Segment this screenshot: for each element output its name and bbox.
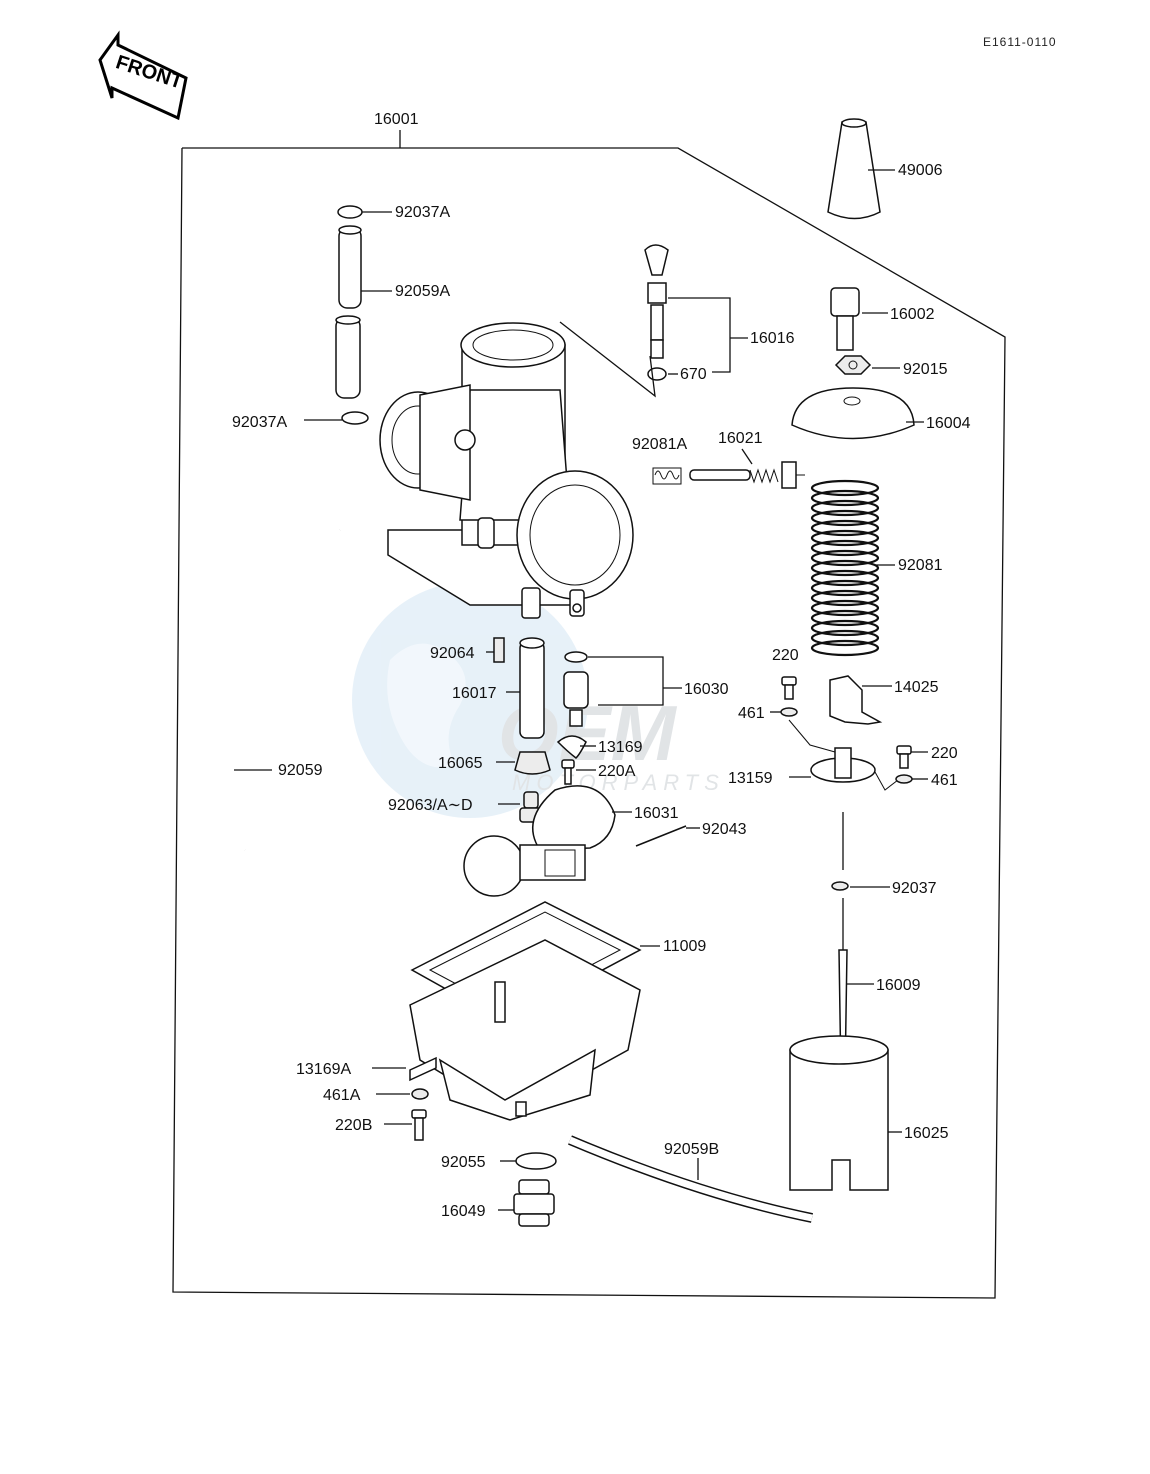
spring-coil (810, 519, 880, 537)
label-16001: 16001 (374, 111, 419, 128)
part-220A-screw (561, 759, 575, 785)
part-16065 (514, 751, 551, 775)
spring-coil (810, 629, 880, 647)
label-16009: 16009 (876, 977, 921, 994)
part-49006-cap (827, 118, 881, 220)
part-92059A-hose (335, 225, 362, 399)
part-16017-needle-jet (519, 637, 545, 739)
spring-coil (810, 619, 880, 637)
label-14025: 14025 (894, 679, 939, 696)
label-220-b: 220 (931, 745, 958, 762)
part-92037-clip (831, 881, 849, 891)
part-13169-clip (556, 735, 587, 759)
part-92081-spring (810, 479, 880, 657)
spring-coil (810, 529, 880, 547)
label-461-b: 461 (931, 772, 958, 789)
part-16002-adjuster (830, 287, 860, 351)
spring-coil (810, 479, 880, 497)
label-220-a: 220 (772, 647, 799, 664)
part-92055-oring (515, 1152, 557, 1170)
spring-coil (810, 539, 880, 557)
label-16002: 16002 (890, 306, 935, 323)
part-16025-throttle-valve (789, 1035, 889, 1191)
spring-coil (810, 489, 880, 507)
label-92055: 92055 (441, 1154, 486, 1171)
front-arrow-icon: FRONT (98, 30, 188, 121)
assembly-boundary (172, 147, 1006, 1299)
label-92015: 92015 (903, 361, 948, 378)
label-16021: 16021 (718, 430, 763, 447)
part-92015-nut (834, 355, 872, 375)
part-float-bowl (409, 939, 641, 1121)
label-220A: 220A (598, 763, 636, 780)
spring-coil (810, 559, 880, 577)
part-461-washer-b (895, 774, 913, 784)
part-16021-screw (689, 461, 805, 489)
part-92037A-clip-low (341, 411, 369, 425)
watermark-sub: MOTORPARTS (512, 770, 725, 795)
part-13159-plate (810, 747, 876, 783)
label-49006: 49006 (898, 162, 943, 179)
spring-coil (810, 599, 880, 617)
label-16031: 16031 (634, 805, 679, 822)
part-461A-washer (411, 1088, 429, 1100)
spring-coil (810, 499, 880, 517)
label-220B: 220B (335, 1117, 372, 1134)
part-220B-screw (411, 1109, 427, 1141)
spring-coil (810, 509, 880, 527)
label-92059: 92059 (278, 762, 323, 779)
label-92037A-top: 92037A (395, 204, 450, 221)
part-16004-cap (791, 387, 915, 440)
part-carburetor-body (379, 322, 634, 619)
spring-coil (810, 549, 880, 567)
figure-code: E1611-0110 (983, 35, 1057, 49)
label-16030: 16030 (684, 681, 729, 698)
label-16004: 16004 (926, 415, 971, 432)
label-92081A: 92081A (632, 436, 687, 453)
label-16025: 16025 (904, 1125, 949, 1142)
label-461A: 461A (323, 1087, 361, 1104)
part-16031-float (463, 785, 616, 897)
label-16049: 16049 (441, 1203, 486, 1220)
part-13169A (409, 1056, 437, 1082)
label-16065: 16065 (438, 755, 483, 772)
part-220-screw-b (896, 745, 912, 769)
part-16030-float-valve (563, 651, 589, 727)
part-92064 (493, 637, 505, 663)
label-13169A: 13169A (296, 1061, 351, 1078)
label-670: 670 (680, 366, 707, 383)
label-16017: 16017 (452, 685, 497, 702)
part-16016-plunger (644, 244, 669, 381)
label-92059B: 92059B (664, 1141, 719, 1158)
label-92043: 92043 (702, 821, 747, 838)
label-16016: 16016 (750, 330, 795, 347)
label-13159: 13159 (728, 770, 773, 787)
part-92081A-spring (652, 467, 682, 485)
label-461-a: 461 (738, 705, 765, 722)
label-92063: 92063/A∼D (388, 797, 473, 814)
spring-coil (810, 589, 880, 607)
label-13169: 13169 (598, 739, 643, 756)
label-92064: 92064 (430, 645, 475, 662)
part-92043-pin (635, 825, 687, 847)
part-92059-hose (229, 529, 341, 851)
spring-coil (810, 609, 880, 627)
spring-coil (810, 579, 880, 597)
part-461-washer-a (780, 707, 798, 717)
label-92059A: 92059A (395, 283, 450, 300)
part-92037A-clip-top (337, 205, 363, 219)
label-92037A-low: 92037A (232, 414, 287, 431)
part-14025 (829, 675, 883, 725)
part-220-screw-a (781, 676, 797, 700)
label-11009: 11009 (663, 938, 706, 955)
spring-coil (810, 569, 880, 587)
spring-coil (810, 639, 880, 657)
label-92081: 92081 (898, 557, 943, 574)
part-16049-plug (513, 1179, 555, 1227)
label-92037: 92037 (892, 880, 937, 897)
